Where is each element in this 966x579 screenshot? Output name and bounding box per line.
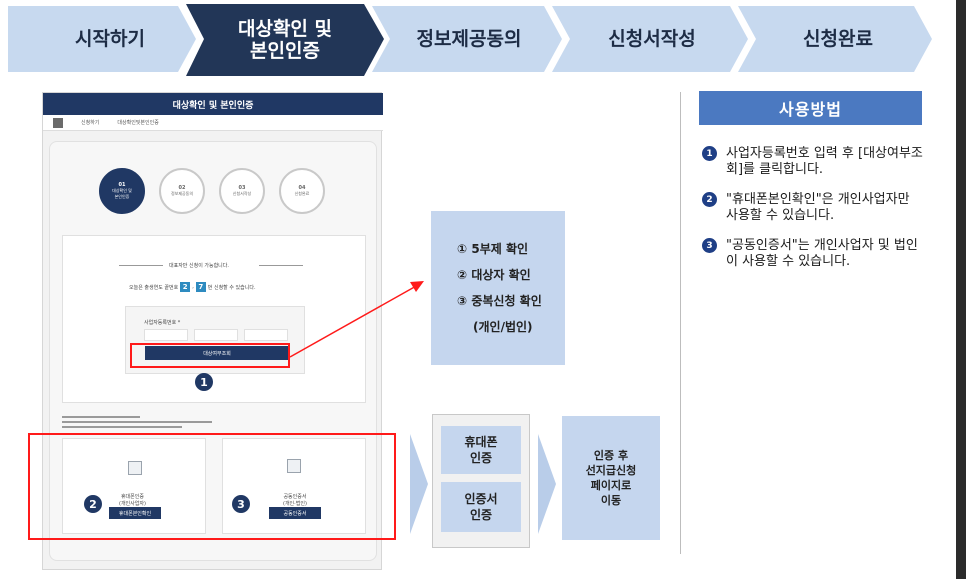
highlight-check-button (130, 343, 290, 368)
chevron-right-icon (538, 434, 556, 534)
step-5-shape (738, 6, 932, 72)
cert-auth-caption: 공동인증서 (개인·법인) (283, 494, 307, 507)
notice-divider-right (259, 265, 303, 266)
result-box: 인증 후 선지급신청 페이지로 이동 (562, 416, 660, 540)
certificate-button[interactable]: 공동인증서 (269, 507, 321, 519)
home-icon[interactable] (53, 117, 63, 128)
highlight-auth-cards (28, 433, 396, 540)
cert-auth-card: 공동인증서 (개인·법인) 공동인증서 (222, 438, 366, 534)
step-label: 신청완료 (803, 28, 873, 50)
circle-number: 03 (238, 185, 246, 191)
auth-notice-line (62, 421, 212, 423)
panel-divider (680, 92, 681, 554)
step-3-shape (372, 6, 562, 72)
step-circle-1: 01 대상확인 및 본인인증 (99, 168, 145, 214)
circle-number: 02 (178, 185, 186, 191)
circle-number: 01 (118, 182, 126, 188)
step-arrows-shapes (8, 4, 932, 76)
step-circle-4: 04 신청완료 (279, 168, 325, 214)
step-application: 신청서작성 (572, 6, 732, 72)
checklist-box: ① 5부제 확인 ② 대상자 확인 ③ 중복신청 확인 (개인/법인) (431, 211, 565, 365)
checklist-item: ③ 중복신청 확인 (457, 294, 542, 308)
circle-text: 정보제공동의 (170, 191, 194, 196)
phone-verify-button[interactable]: 휴대폰본인확인 (109, 507, 161, 519)
step-progress-bar: 시작하기 대상확인 및 본인인증 정보제공동의 신청서작성 신청완료 (0, 0, 956, 80)
today-rule: 오늘은 출생연도 끝번호 2 , 7 번 신청할 수 있습니다. (129, 282, 256, 292)
bizno-label: 사업자등록번호 * (144, 320, 181, 326)
phone-auth-label: 휴대폰 인증 (464, 435, 498, 465)
step-consent: 정보제공동의 (392, 6, 546, 72)
mock-page-header: 대상확인 및 본인인증 (43, 93, 383, 115)
cert-auth-box: 인증서 인증 (441, 482, 521, 532)
certificate-icon (287, 459, 301, 473)
bizno-input-3[interactable] (244, 329, 288, 341)
chevron-right-icon (410, 434, 428, 534)
usage-number: 3 (702, 238, 717, 253)
today-prefix: 오늘은 출생연도 끝번호 (129, 284, 179, 291)
step-badge-3: 3 (232, 495, 250, 513)
today-number-1: 2 (180, 282, 191, 292)
step-circle-2: 02 정보제공동의 (159, 168, 205, 214)
bizno-input-2[interactable] (194, 329, 238, 341)
notice-text: 대표자만 신청이 가능합니다. (169, 263, 229, 269)
step-label: 정보제공동의 (416, 28, 522, 50)
circle-text: 대상확인 및 본인인증 (112, 188, 132, 199)
step-badge-2: 2 (84, 495, 102, 513)
circle-text: 신청서작성 (232, 191, 252, 196)
auth-notice-line (62, 416, 140, 418)
breadcrumb-item[interactable]: 신청하기 (81, 120, 100, 126)
usage-number: 2 (702, 192, 717, 207)
step-start: 시작하기 (40, 6, 180, 72)
phone-auth-card: 휴대폰인증 (개인사업자) 휴대폰본인확인 (62, 438, 206, 534)
today-suffix: 번 신청할 수 있습니다. (207, 284, 256, 291)
step-2-shape (186, 4, 384, 76)
checklist-item: ② 대상자 확인 (457, 268, 531, 282)
usage-item-1: 1 사업자등록번호 입력 후 [대상여부조회]를 클릭합니다. (702, 146, 924, 178)
usage-title: 사용방법 (699, 91, 922, 125)
step-verify: 대상확인 및 본인인증 (206, 4, 364, 76)
mock-screenshot: 대상확인 및 본인인증 신청하기 대상확인및본인인증 01 대상확인 및 본인인… (42, 92, 383, 570)
step-1-shape (8, 6, 196, 72)
scrollbar[interactable] (956, 0, 966, 579)
bizno-form: 사업자등록번호 * (125, 306, 305, 374)
usage-text: "공동인증서"는 개인사업자 및 법인이 사용할 수 있습니다. (726, 238, 918, 269)
step-label: 시작하기 (75, 28, 145, 50)
circle-text: 신청완료 (294, 191, 310, 196)
breadcrumb: 신청하기 대상확인및본인인증 (43, 115, 383, 131)
usage-text: 사업자등록번호 입력 후 [대상여부조회]를 클릭합니다. (726, 146, 923, 177)
usage-item-3: 3 "공동인증서"는 개인사업자 및 법인이 사용할 수 있습니다. (702, 238, 924, 270)
auth-notice-line (62, 426, 182, 428)
step-4-shape (552, 6, 748, 72)
today-comma: , (192, 284, 194, 290)
step-circle-3: 03 신청서작성 (219, 168, 265, 214)
mock-panel: 01 대상확인 및 본인인증 02 정보제공동의 03 신청서작성 04 신청완… (49, 141, 377, 561)
usage-list: 1 사업자등록번호 입력 후 [대상여부조회]를 클릭합니다. 2 "휴대폰본인… (702, 146, 924, 284)
checklist-item: ① 5부제 확인 (457, 242, 529, 256)
circle-number: 04 (298, 185, 306, 191)
step-label: 대상확인 및 본인인증 (237, 18, 332, 62)
check-eligibility-button[interactable]: 대상여부조회 (145, 346, 289, 360)
usage-item-2: 2 "휴대폰본인확인"은 개인사업자만 사용할 수 있습니다. (702, 192, 924, 224)
bizno-input-1[interactable] (144, 329, 188, 341)
phone-auth-box: 휴대폰 인증 (441, 426, 521, 474)
step-badge-1: 1 (195, 373, 213, 391)
auth-notice-lines (62, 416, 222, 428)
notice-divider-left (119, 265, 163, 266)
checklist-item: (개인/법인) (473, 320, 533, 334)
today-number-2: 7 (195, 282, 206, 292)
phone-cert-icon (128, 461, 142, 475)
step-complete: 신청완료 (758, 6, 918, 72)
verification-box: 대표자만 신청이 가능합니다. 오늘은 출생연도 끝번호 2 , 7 번 신청할… (62, 235, 366, 403)
cert-auth-label: 인증서 인증 (464, 492, 498, 522)
phone-auth-caption: 휴대폰인증 (개인사업자) (119, 494, 146, 507)
breadcrumb-item: 대상확인및본인인증 (117, 120, 159, 126)
step-label: 신청서작성 (608, 28, 696, 50)
result-label: 인증 후 선지급신청 페이지로 이동 (585, 449, 637, 507)
usage-number: 1 (702, 146, 717, 161)
usage-text: "휴대폰본인확인"은 개인사업자만 사용할 수 있습니다. (726, 192, 910, 223)
